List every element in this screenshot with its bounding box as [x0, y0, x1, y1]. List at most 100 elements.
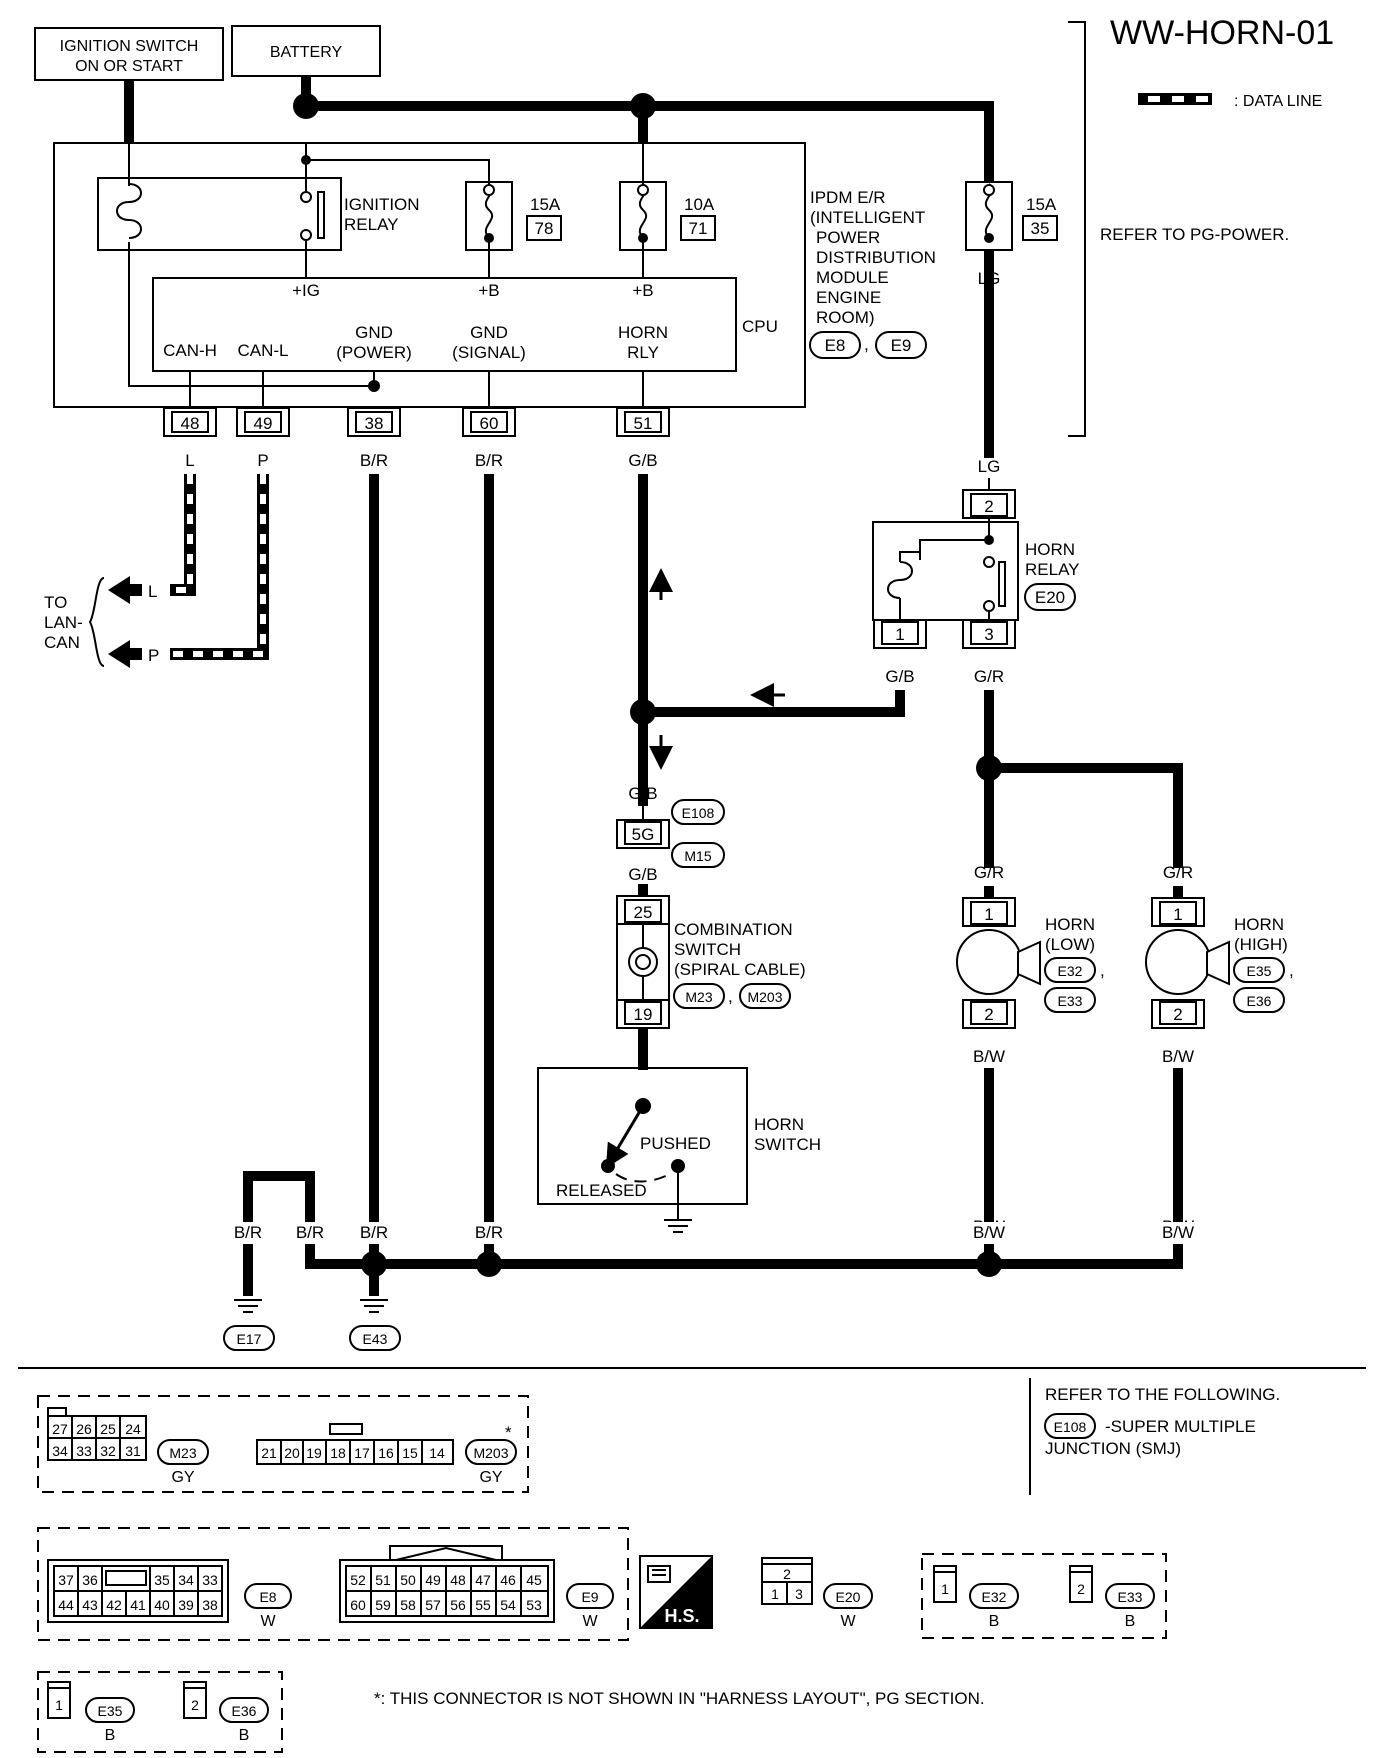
e8-r1-5: 33 [202, 1572, 218, 1588]
gnd-e43-oval [349, 1325, 401, 1351]
smj-conn-bot-oval [671, 842, 725, 868]
fuse-71: 10A 71 [619, 181, 716, 251]
e8-r2-5: 39 [178, 1597, 194, 1613]
e8-name: E8 [259, 1589, 276, 1605]
can-l-label: L [148, 582, 157, 601]
refer-text1: -SUPER MULTIPLE [1105, 1417, 1256, 1436]
hs-icon: H.S. [639, 1555, 713, 1629]
lg-top: LG [978, 269, 1001, 288]
smj-conn-top: E108 [682, 805, 715, 821]
ipdm-label-1: IPDM E/R [810, 188, 886, 207]
horn-switch-box [537, 1067, 748, 1205]
wire-br-38: B/R [360, 451, 388, 470]
combo-conn-1-oval [673, 983, 725, 1009]
m203-2: 19 [306, 1445, 322, 1461]
ipdm-terminals: 48 49 38 60 51 [163, 407, 670, 437]
data-line-label: : DATA LINE [1234, 93, 1322, 110]
ipdm-box [53, 142, 806, 408]
e9-r1-2: 50 [400, 1572, 416, 1588]
combo-pin-bot-box [624, 1001, 662, 1025]
e9-r2-4: 56 [450, 1597, 466, 1613]
gnd-label-bg-5 [969, 1222, 1009, 1244]
combo-pin-top-box [624, 899, 662, 923]
combo-pin-top: 25 [634, 903, 653, 922]
relay-pin3-housing [962, 619, 1016, 649]
horn-switch-travel [615, 1173, 671, 1183]
term-60: 60 [480, 414, 499, 433]
e20-name: E20 [836, 1589, 861, 1605]
horn-relay-line1: HORN [1025, 540, 1075, 559]
conn-view-e33: 2 E33 B [1069, 1565, 1155, 1630]
e9-r1-7: 45 [526, 1572, 542, 1588]
e9-r1-6: 46 [500, 1572, 516, 1588]
e9-r1-1: 51 [375, 1572, 391, 1588]
horn-high-gnd-wire [989, 1068, 1183, 1269]
wire-gb-51: G/B [628, 451, 657, 470]
e36-pin: 2 [191, 1697, 199, 1713]
horn-switch-blade [605, 1105, 645, 1169]
horn-low-wgnd-2: B/W [973, 1223, 1005, 1242]
e8-r2-3: 41 [130, 1597, 146, 1613]
battery-label: BATTERY [270, 44, 343, 61]
cpu-pin-canl: CAN-L [237, 341, 288, 360]
ipdm-conn-e9: E9 [891, 336, 912, 355]
relay-pin1-box [881, 621, 919, 645]
refer-text2: JUNCTION (SMJ) [1045, 1439, 1181, 1458]
horn-switch-released: RELEASED [556, 1181, 647, 1200]
e8-r2-6: 38 [202, 1597, 218, 1613]
combo-line1: COMBINATION [674, 920, 793, 939]
svg-text:,: , [1289, 961, 1294, 980]
smj-wire-top: G/B [628, 784, 657, 803]
fuse-78: 15A 78 [465, 181, 562, 251]
gnd-e17: E17 [237, 1331, 262, 1347]
gnd-label-bg-4 [469, 1222, 509, 1244]
horn-switch-line2: SWITCH [754, 1135, 821, 1154]
horn-low-pinbot: 2 [984, 1005, 993, 1024]
conn-view-e9: 52 51 50 49 48 47 46 45 60 59 58 57 56 5… [339, 1545, 614, 1630]
combo-conn-2-oval [739, 983, 791, 1009]
relay-pin3: 3 [984, 625, 993, 644]
gnd-label-3: B/R [360, 1223, 388, 1242]
horn-low-pintop: 1 [984, 905, 993, 924]
ipdm-label-6: ENGINE [816, 288, 881, 307]
horn-low: G/R 1 2 B/W HORN (LOW) E32 , E33 [956, 863, 1105, 1066]
horn-relay-conn: E20 [1035, 588, 1065, 607]
cpu-in-b1: +B [478, 281, 499, 300]
horn-high: G/R 1 2 B/W HORN (HIGH) E35 , E36 [1145, 863, 1294, 1066]
combo-line2: SWITCH [674, 940, 741, 959]
relay-contact-b [300, 229, 312, 241]
m23-name: M23 [169, 1445, 196, 1461]
lg-bottom: LG [978, 457, 1001, 476]
horn-low-line2: (LOW) [1045, 935, 1095, 954]
gr-junction [976, 755, 1002, 781]
relay-gb-wire [643, 690, 905, 717]
cpu-pin-gnd-power-bot: (POWER) [336, 343, 412, 362]
relay-pin2-box [970, 493, 1008, 517]
hs-label: H.S. [664, 1606, 699, 1626]
spiral-cable-inner [635, 954, 651, 970]
gnd-label-bg-6 [1158, 1222, 1198, 1244]
horn-relay-contact-a [983, 556, 995, 568]
horn-high-pintop: 1 [1173, 905, 1182, 924]
to-lan-1: TO [44, 593, 67, 612]
fuse35-amp: 15A [1026, 195, 1057, 214]
combo-conn-1: M23 [685, 989, 712, 1005]
fuse35-num: 35 [1031, 219, 1050, 238]
m203-name: M203 [473, 1445, 508, 1461]
ipdm-label: IPDM E/R (INTELLIGENT POWER DISTRIBUTION… [809, 188, 936, 359]
ground-bus [243, 1171, 989, 1296]
ignition-line1: IGNITION SWITCH [60, 38, 199, 55]
svg-text:,: , [1100, 961, 1105, 980]
e35-name: E35 [98, 1703, 123, 1719]
m23-r1-1: 26 [76, 1421, 92, 1437]
ipdm-label-7: ROOM) [816, 308, 875, 327]
conn-group-e32-e33 [921, 1553, 1167, 1639]
battery-junction [293, 93, 319, 119]
combo-pin-bot: 19 [634, 1005, 653, 1024]
refer-conn-oval [1044, 1413, 1096, 1439]
e9-r2-0: 60 [350, 1597, 366, 1613]
fuse71-amp: 10A [684, 195, 715, 214]
e9-r2-5: 55 [475, 1597, 491, 1613]
page-id: WW-HORN-01 [1110, 14, 1334, 52]
horn-relay-contact-b [983, 600, 995, 612]
